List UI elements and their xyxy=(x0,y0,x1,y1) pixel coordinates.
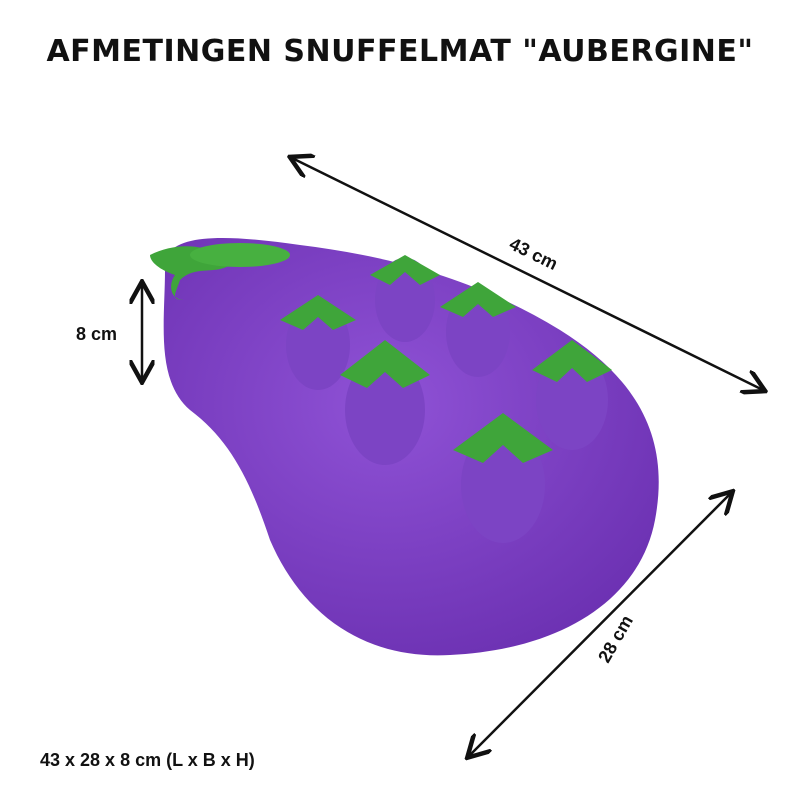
dimension-arrows xyxy=(142,158,763,756)
width-arrow xyxy=(469,493,731,756)
width-label: 28 cm xyxy=(594,612,637,666)
height-label: 8 cm xyxy=(76,324,117,344)
length-arrow xyxy=(292,158,763,390)
page-title: AFMETINGEN SNUFFELMAT "AUBERGINE" xyxy=(46,34,754,69)
dimensions-summary: 43 x 28 x 8 cm (L x B x H) xyxy=(40,750,255,770)
